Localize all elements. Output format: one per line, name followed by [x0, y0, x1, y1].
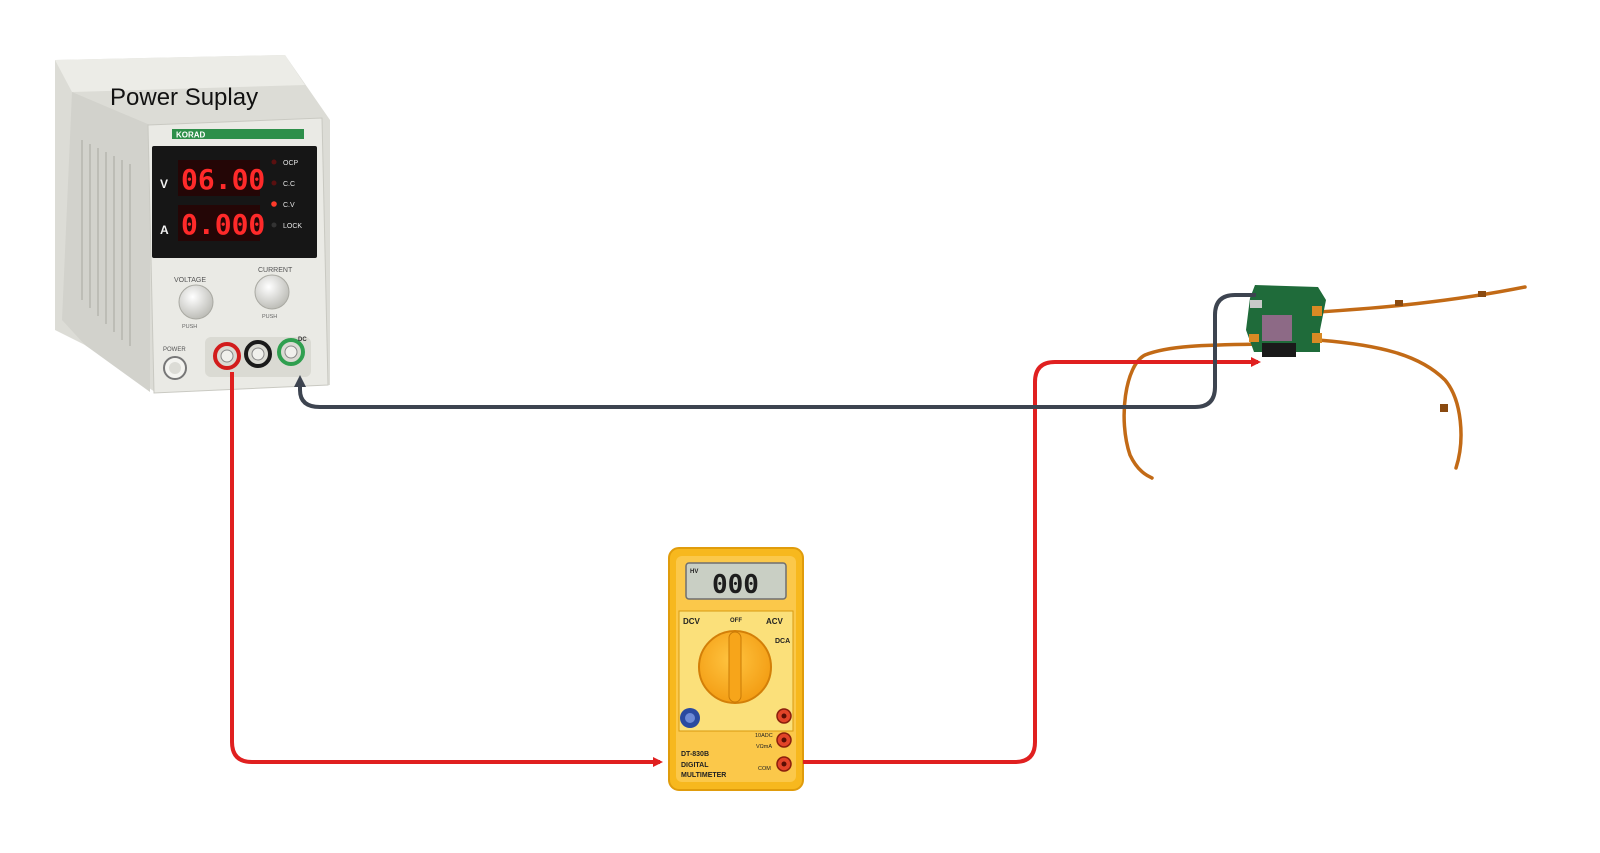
- indicator-ocp: OCP: [283, 160, 299, 167]
- multimeter-name-line1: DIGITAL: [681, 762, 709, 769]
- current-display: 0.000: [181, 208, 265, 241]
- current-knob-label: CURRENT: [258, 267, 293, 274]
- dial-pointer: [729, 632, 741, 702]
- pcb-connector: [1262, 343, 1296, 357]
- brand-label: KORAD: [176, 131, 206, 140]
- flex-cables: [1124, 287, 1525, 478]
- ocp-led: [272, 160, 277, 165]
- indicator-cv: C.V: [283, 202, 295, 209]
- port-com-label: COM: [758, 766, 771, 772]
- port-10a-label: 10ADC: [755, 733, 773, 739]
- power-supply-label: Power Suplay: [110, 84, 258, 112]
- voltage-knob-push-label: PUSH: [182, 324, 197, 330]
- output-terminals: DC: [205, 337, 311, 377]
- off-label: OFF: [730, 618, 742, 624]
- port-ma-label: VΩmA: [756, 744, 772, 750]
- multimeter: HV 000 DCV ACV OFF DCA 10ADC VΩmA COM DT…: [669, 548, 803, 790]
- current-knob-push-label: PUSH: [262, 314, 277, 320]
- cc-led: [272, 181, 277, 186]
- wire-psu-to-multimeter: [232, 372, 660, 762]
- power-button-label: POWER: [163, 347, 186, 353]
- acv-label: ACV: [766, 617, 784, 626]
- flex-cable-connectors: [1395, 291, 1486, 412]
- voltage-knob-label: VOLTAGE: [174, 277, 206, 284]
- multimeter-model: DT-830B: [681, 751, 709, 758]
- dc-label: DC: [298, 337, 307, 343]
- multimeter-name-line2: MULTIMETER: [681, 772, 726, 779]
- indicator-lock: LOCK: [283, 223, 302, 230]
- multimeter-reading: 000: [712, 570, 759, 600]
- pcb-module: [1262, 315, 1292, 341]
- voltage-knob[interactable]: [179, 285, 213, 319]
- lcd-hv-label: HV: [690, 569, 698, 575]
- current-knob[interactable]: [255, 275, 289, 309]
- wire-device-to-psu-return: [300, 295, 1256, 407]
- sensor-device: [1124, 285, 1525, 478]
- lock-led: [272, 223, 277, 228]
- dca-label: DCA: [775, 638, 790, 645]
- wire-multimeter-to-device: [803, 362, 1258, 762]
- dcv-label: DCV: [683, 617, 701, 626]
- voltage-unit: V: [160, 177, 168, 191]
- voltage-display: 06.00: [181, 163, 265, 196]
- current-unit: A: [160, 223, 169, 237]
- cv-led: [271, 201, 277, 207]
- indicator-cc: C.C: [283, 181, 295, 188]
